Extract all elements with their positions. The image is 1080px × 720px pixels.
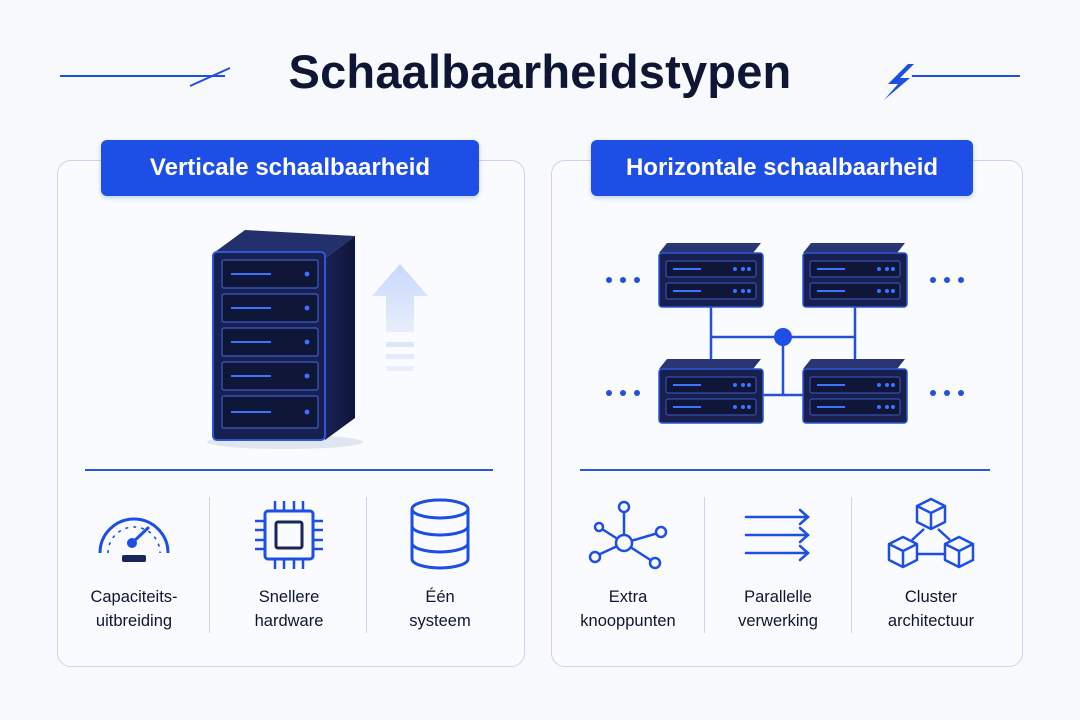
feature-label-line1: Parallelle — [744, 588, 812, 606]
database-icon — [410, 498, 470, 570]
feature-separator — [851, 497, 852, 633]
feature-extra-nodes: Extra knooppunten — [556, 497, 700, 637]
feature-label-line1: Extra — [608, 588, 648, 606]
vertical-panel-divider — [85, 469, 493, 471]
horizontal-panel-divider — [580, 469, 990, 471]
horizontal-scaling-heading: Horizontale schaalbaarheid — [591, 140, 973, 196]
feature-separator — [209, 497, 210, 633]
page-title: Schaalbaarheidstypen — [288, 45, 792, 98]
feature-separator — [366, 497, 367, 633]
feature-label-line1: Snellere — [258, 588, 320, 606]
feature-separator — [704, 497, 705, 633]
feature-label-line2: verwerking — [738, 612, 818, 630]
vertical-scaling-heading: Verticale schaalbaarheid — [101, 140, 479, 196]
gauge-icon — [98, 517, 170, 562]
feature-capacity-expansion: Capaciteits- uitbreiding — [62, 497, 206, 637]
server-rack-icon — [207, 230, 363, 449]
server-nodes-network-icon — [606, 242, 964, 424]
arrow-up-icon — [372, 264, 428, 371]
feature-label-line1: Cluster — [904, 588, 958, 606]
title-right-lightning-icon — [884, 64, 1020, 100]
chip-icon — [255, 501, 323, 569]
nodes-network-icon — [588, 500, 668, 570]
feature-parallel-processing: Parallelle verwerking — [708, 497, 848, 637]
feature-label-line2: hardware — [254, 612, 324, 630]
cluster-cubes-icon — [887, 497, 975, 569]
feature-label-line2: systeem — [409, 612, 471, 630]
feature-label-line2: knooppunten — [580, 612, 676, 630]
feature-cluster-architecture: Cluster architectuur — [856, 497, 1006, 637]
feature-label-line1: Capaciteits- — [90, 588, 178, 606]
feature-faster-hardware: Snellere hardware — [215, 497, 363, 637]
feature-label-line1: Één — [425, 588, 455, 606]
feature-label-line2: architectuur — [887, 612, 975, 630]
feature-label-line2: uitbreiding — [95, 612, 173, 630]
parallel-arrows-icon — [744, 508, 810, 562]
title-left-decoration-icon — [60, 67, 231, 87]
feature-single-system: Één systeem — [370, 497, 510, 637]
